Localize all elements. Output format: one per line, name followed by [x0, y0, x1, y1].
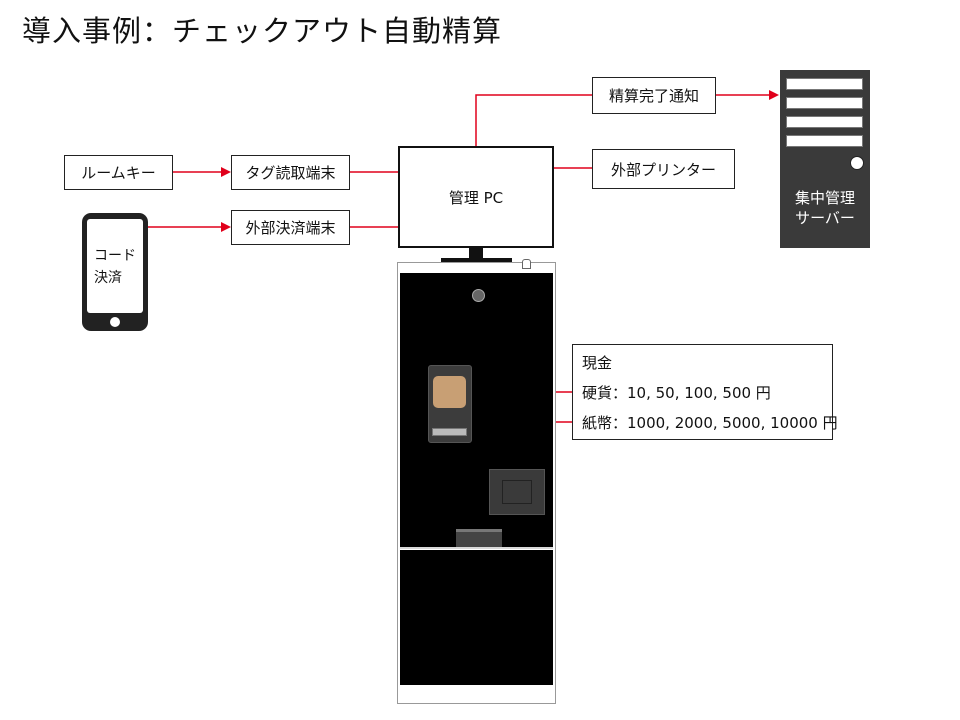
room-key-box: ルームキー: [64, 155, 173, 190]
sensor-icon: [522, 259, 531, 269]
management-pc-monitor: 管理 PC: [398, 146, 554, 248]
card-reader: [489, 469, 545, 515]
server-drive-bay: [786, 78, 863, 90]
page-title: 導入事例：チェックアウト自動精算: [22, 14, 503, 48]
tag-reader-box: タグ読取端末: [231, 155, 350, 190]
kiosk-lower-cabinet: [400, 550, 553, 685]
server-drive-bay: [786, 135, 863, 147]
monitor-stand-neck: [469, 248, 483, 260]
bill-slot: [432, 428, 467, 436]
settlement-notice-box: 精算完了通知: [592, 77, 716, 114]
kiosk-divider: [400, 547, 553, 549]
coin-slot: [433, 376, 466, 408]
line-pc-to-settlement-notice: [475, 94, 592, 146]
card-reader-window: [502, 480, 532, 504]
lock-icon: [472, 289, 485, 302]
cash-heading: 現金: [582, 354, 613, 372]
server-drive-bay: [786, 97, 863, 109]
kiosk-upper-cabinet: [400, 273, 553, 549]
server-power-led: [850, 156, 864, 170]
server-drive-bay: [786, 116, 863, 128]
external-printer-box: 外部プリンター: [592, 149, 735, 189]
code-payment-label-line2: 決済: [94, 270, 122, 286]
external-payment-box: 外部決済端末: [231, 210, 350, 245]
central-server-label-line2: サーバー: [795, 209, 855, 227]
server-tower-icon: 集中管理 サーバー: [780, 70, 870, 248]
central-server-label-line1: 集中管理: [794, 189, 855, 207]
cash-info-box: 現金 硬貨：10, 50, 100, 500 円 紙幣：1000, 2000, …: [572, 344, 838, 440]
phone-home-button: [110, 317, 120, 327]
cash-unit: [428, 365, 472, 443]
smartphone-icon: コード 決済: [82, 213, 148, 331]
management-pc-label: 管理 PC: [448, 188, 504, 207]
checkout-kiosk: [397, 259, 556, 704]
cash-bills: 紙幣：1000, 2000, 5000, 10000 円: [582, 414, 838, 432]
phone-screen: コード 決済: [87, 219, 143, 313]
change-tray: [456, 529, 502, 549]
central-server-label: 集中管理 サーバー: [780, 188, 870, 228]
cash-coins: 硬貨：10, 50, 100, 500 円: [582, 384, 771, 402]
code-payment-label-line1: コード: [94, 248, 136, 264]
